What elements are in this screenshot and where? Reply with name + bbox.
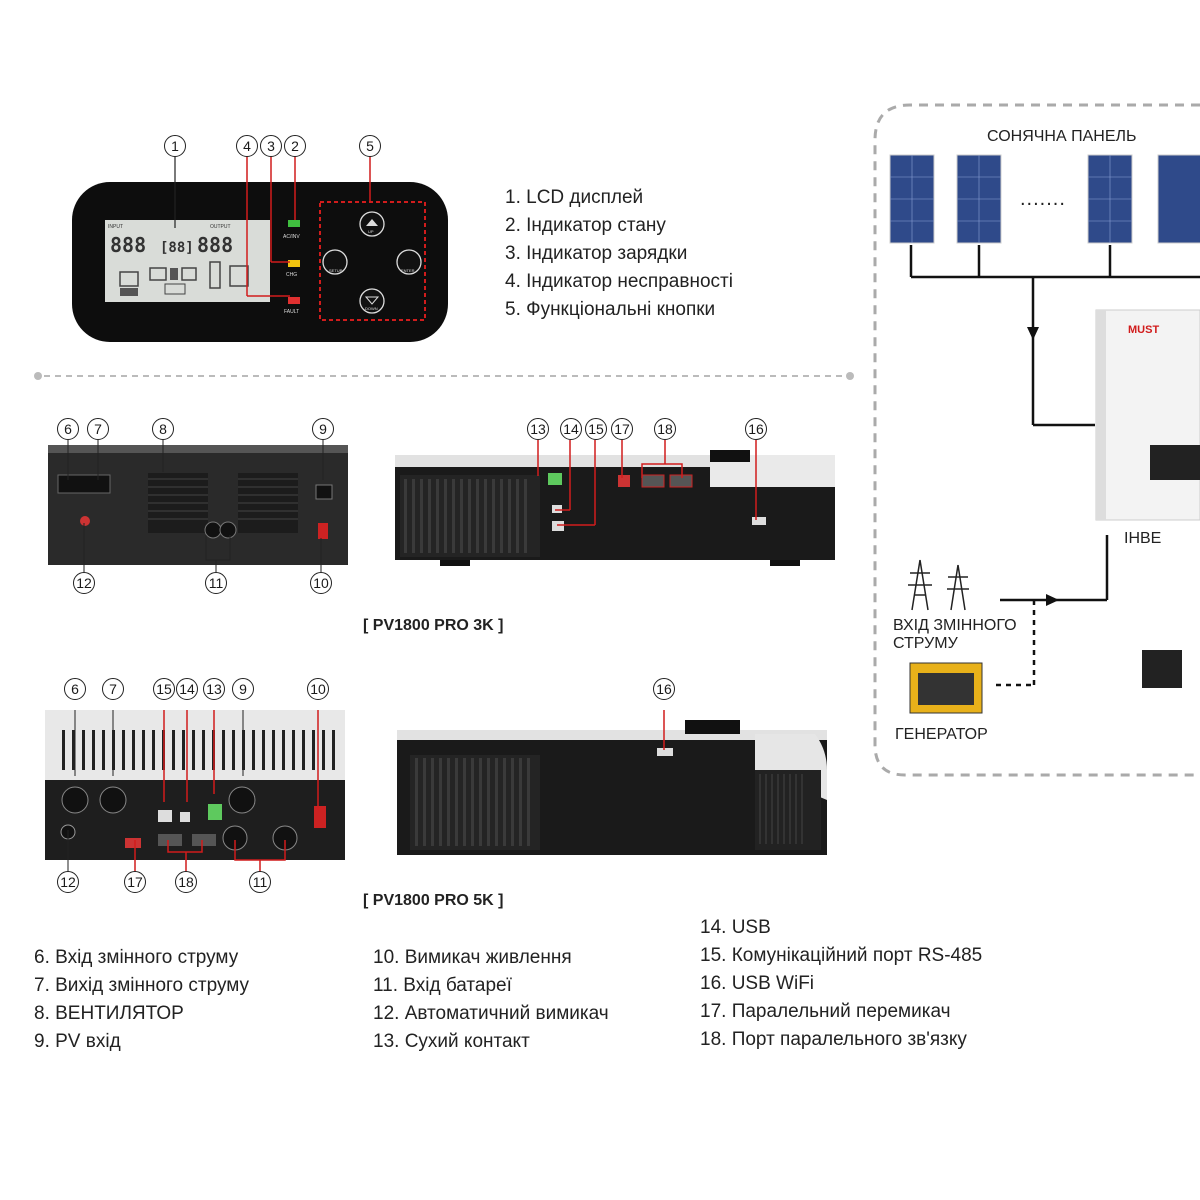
callout-4: 4 bbox=[236, 135, 258, 157]
front-leaders bbox=[174, 156, 371, 297]
callout-15: 15 bbox=[153, 678, 175, 700]
legend-item: 9. PV вхід bbox=[34, 1031, 121, 1052]
callout-6: 6 bbox=[64, 678, 86, 700]
callout-14: 14 bbox=[560, 418, 582, 440]
callout-16: 16 bbox=[653, 678, 675, 700]
ac-input-label-line2: СТРУМУ bbox=[893, 635, 958, 652]
callout-10: 10 bbox=[310, 572, 332, 594]
inverter-label: ІНВЕ bbox=[1124, 530, 1162, 547]
callout-7: 7 bbox=[102, 678, 124, 700]
callout-12: 12 bbox=[57, 871, 79, 893]
legend-item: 5. Функціональні кнопки bbox=[505, 299, 716, 320]
inverter-unit bbox=[1095, 309, 1200, 521]
charge-led bbox=[288, 260, 300, 267]
system-frame bbox=[873, 103, 1200, 777]
enter-button bbox=[396, 249, 422, 275]
down-button bbox=[359, 288, 385, 314]
down-button-label: DOWN bbox=[365, 306, 378, 311]
setup-button-label: SETUP bbox=[329, 268, 343, 273]
callout-16: 16 bbox=[745, 418, 767, 440]
legend-item: 6. Вхід змінного струму bbox=[34, 947, 239, 968]
legend-item: 8. ВЕНТИЛЯТОР bbox=[34, 1003, 184, 1024]
legend-col-2: 10. Вимикач живлення 11. Вхід батареї 12… bbox=[373, 946, 609, 1058]
callout-14: 14 bbox=[176, 678, 198, 700]
legend-front-panel: 1. LCD дисплей 2. Індикатор стану 3. Інд… bbox=[505, 186, 733, 326]
front-panel-drawing: INPUT OUTPUT 888 [88] 888 AC/INV CHG FAU… bbox=[72, 182, 448, 342]
callout-9: 9 bbox=[232, 678, 254, 700]
generator-label: ГЕНЕРАТОР bbox=[895, 726, 988, 743]
legend-item: 10. Вимикач живлення bbox=[373, 947, 572, 968]
model-caption-5k: [ PV1800 PRO 5K ] bbox=[363, 892, 504, 909]
callout-17: 17 bbox=[124, 871, 146, 893]
callout-8: 8 bbox=[152, 418, 174, 440]
lcd-input-label: INPUT bbox=[108, 224, 123, 230]
callout-3: 3 bbox=[260, 135, 282, 157]
leader-16-5k bbox=[663, 710, 665, 750]
callout-5: 5 bbox=[359, 135, 381, 157]
callout-2: 2 bbox=[284, 135, 306, 157]
front-panel: INPUT OUTPUT 888 [88] 888 AC/INV CHG FAU… bbox=[70, 180, 450, 344]
buttons-box bbox=[319, 201, 426, 321]
status-led bbox=[288, 220, 300, 227]
lcd-digits-right: 888 bbox=[197, 233, 233, 257]
status-led-label: AC/INV bbox=[283, 234, 300, 240]
fault-led-label: FAULT bbox=[284, 309, 299, 315]
leaders-3k-side bbox=[537, 440, 757, 526]
callout-10: 10 bbox=[307, 678, 329, 700]
callout-7: 7 bbox=[87, 418, 109, 440]
up-button-label: UP bbox=[368, 229, 374, 234]
legend-item: 4. Індикатор несправності bbox=[505, 271, 733, 292]
panels-ellipsis: ....... bbox=[1020, 188, 1066, 210]
svg-text:[88]: [88] bbox=[160, 240, 194, 256]
ac-input-label: ВХІД ЗМІННОГО СТРУМУ bbox=[893, 617, 1017, 653]
legend-item: 13. Сухий контакт bbox=[373, 1031, 530, 1052]
legend-item: 3. Індикатор зарядки bbox=[505, 243, 688, 264]
system-diagram: MUST bbox=[873, 103, 1200, 777]
ac-input-label-line1: ВХІД ЗМІННОГО bbox=[893, 617, 1017, 634]
legend-item: 15. Комунікаційний порт RS-485 bbox=[700, 945, 983, 966]
legend-item: 1. LCD дисплей bbox=[505, 187, 644, 208]
legend-col-1: 6. Вхід змінного струму 7. Вихід змінног… bbox=[34, 946, 249, 1058]
separator bbox=[34, 372, 854, 380]
lcd-digits-left: 888 bbox=[110, 233, 146, 257]
callout-15: 15 bbox=[585, 418, 607, 440]
model-caption-3k: [ PV1800 PRO 3K ] bbox=[363, 617, 504, 634]
callout-17: 17 bbox=[611, 418, 633, 440]
legend-item: 11. Вхід батареї bbox=[373, 975, 512, 996]
brand-logo: MUST bbox=[1128, 324, 1159, 336]
legend-item: 7. Вихід змінного струму bbox=[34, 975, 250, 996]
legend-item: 17. Паралельний перемикач bbox=[700, 1001, 951, 1022]
callout-13: 13 bbox=[203, 678, 225, 700]
pv1800-5k-side-view bbox=[397, 720, 827, 855]
fault-led bbox=[288, 297, 300, 304]
legend-item: 12. Автоматичний вимикач bbox=[373, 1003, 609, 1024]
legend-item: 18. Порт паралельного зв'язку bbox=[700, 1029, 967, 1050]
setup-button bbox=[322, 249, 348, 275]
leaders-3k-bottom bbox=[67, 440, 324, 572]
callout-11: 11 bbox=[249, 871, 271, 893]
power-pylons bbox=[908, 559, 969, 611]
callout-11: 11 bbox=[205, 572, 227, 594]
pv1800-5k-bottom-view bbox=[45, 710, 345, 860]
callout-6: 6 bbox=[57, 418, 79, 440]
callout-9: 9 bbox=[312, 418, 334, 440]
callout-12: 12 bbox=[73, 572, 95, 594]
callout-13: 13 bbox=[527, 418, 549, 440]
battery bbox=[1142, 650, 1182, 688]
callout-18: 18 bbox=[175, 871, 197, 893]
leaders-5k-bottom bbox=[67, 710, 319, 872]
lcd-output-label: OUTPUT bbox=[210, 224, 231, 230]
callout-18: 18 bbox=[654, 418, 676, 440]
pv1800-3k-side-view bbox=[395, 450, 835, 566]
solar-panel-label: СОНЯЧНА ПАНЕЛЬ bbox=[987, 128, 1137, 145]
inverter-screen bbox=[1150, 445, 1200, 480]
legend-item: 2. Індикатор стану bbox=[505, 215, 666, 236]
legend-item: 14. USB bbox=[700, 917, 771, 938]
charge-led-label: CHG bbox=[286, 272, 297, 278]
legend-item: 16. USB WiFi bbox=[700, 973, 815, 994]
callout-1: 1 bbox=[164, 135, 186, 157]
enter-button-label: ENTER bbox=[401, 268, 415, 273]
legend-col-3: 14. USB 15. Комунікаційний порт RS-485 1… bbox=[700, 916, 982, 1056]
